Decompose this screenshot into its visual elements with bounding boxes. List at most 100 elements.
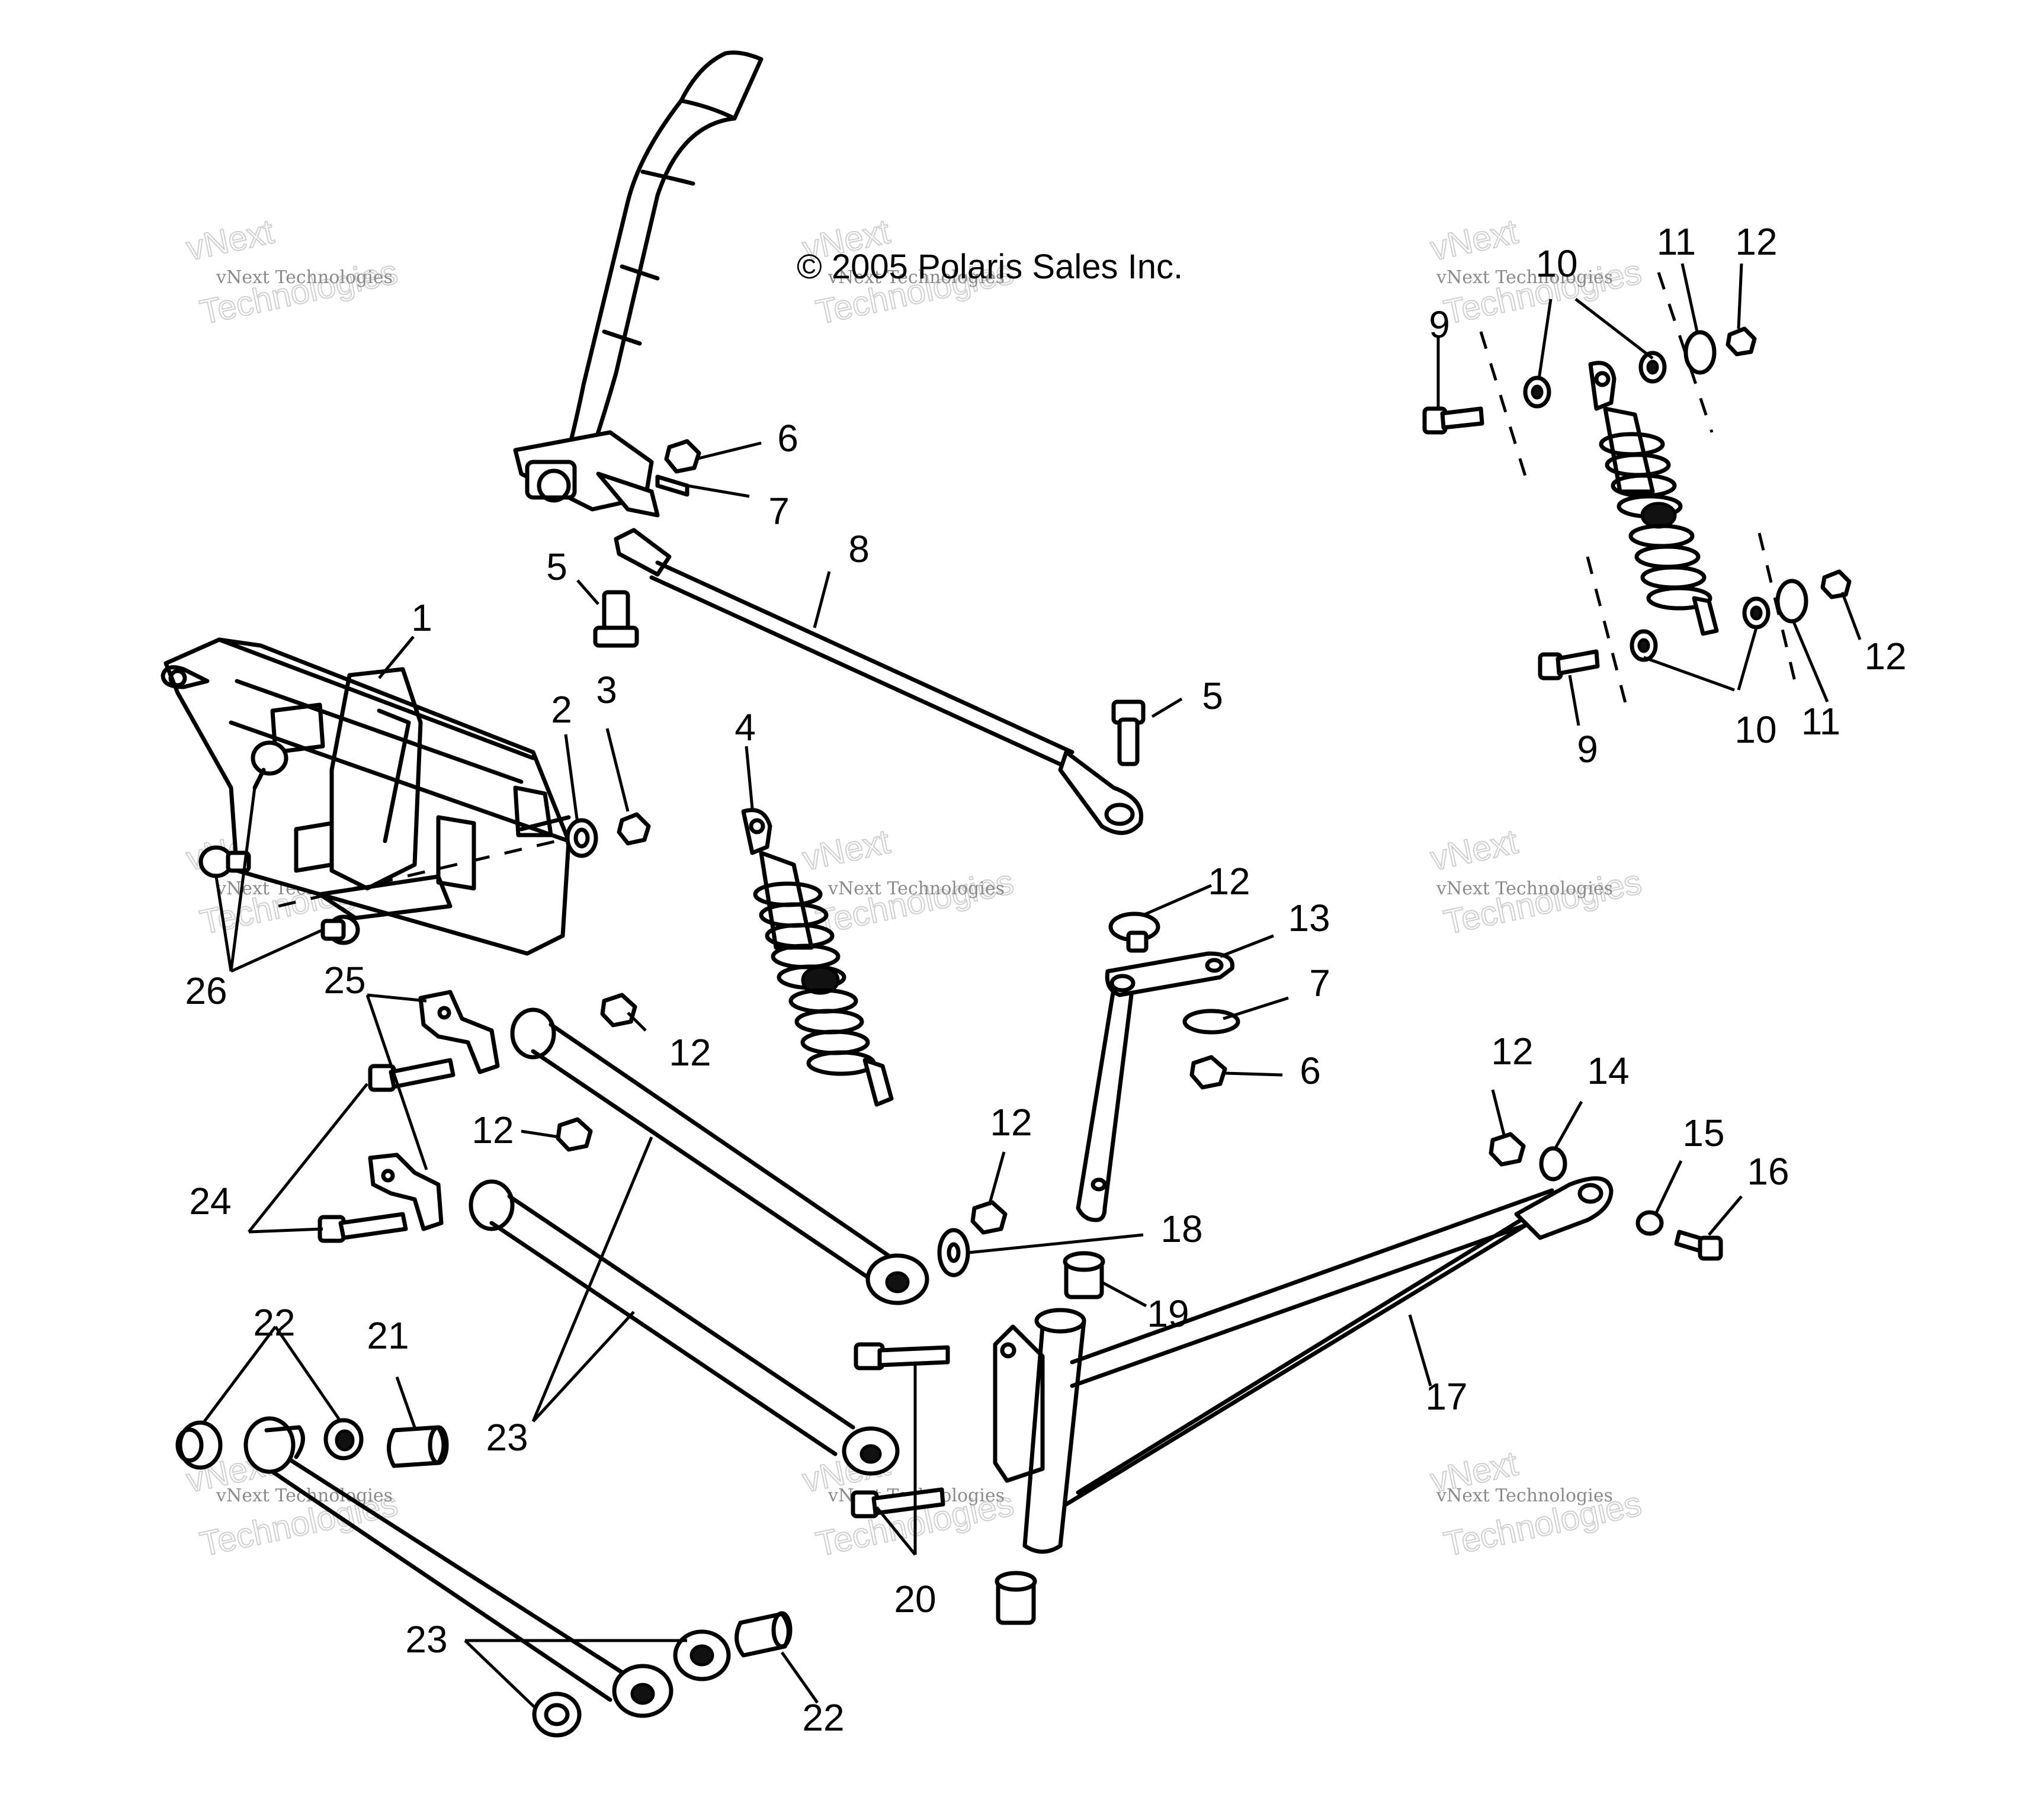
callout-12-mid: 12 xyxy=(990,1101,1032,1144)
bolt-27-c xyxy=(320,914,360,945)
sleeve-22-upper xyxy=(387,1425,449,1468)
watermark-text: vNext Technologies xyxy=(828,878,1005,899)
watermark-text: Technologies xyxy=(1441,862,1645,942)
callout-26: 25 xyxy=(323,959,365,1002)
bushing-23-a xyxy=(175,1420,223,1470)
bushing-23-b xyxy=(323,1418,364,1461)
callout-14: 13 xyxy=(1288,897,1330,939)
copyright-text: © 2005 Polaris Sales Inc. xyxy=(797,248,1183,286)
callout-5-upper: 5 xyxy=(546,545,567,588)
watermark-text: Technologies xyxy=(197,252,401,332)
bracket-26-upper xyxy=(418,990,500,1074)
callout-4: 4 xyxy=(735,706,756,749)
washer-11-lower xyxy=(1775,579,1808,624)
washer-15 xyxy=(1539,1146,1567,1182)
frame-bracket xyxy=(161,637,571,956)
control-arm-upper xyxy=(510,1007,929,1305)
control-arm-lower xyxy=(469,1179,900,1476)
watermark-text: vNext Technologies xyxy=(1436,1485,1613,1506)
nut-12-top-right xyxy=(1726,326,1757,357)
bolt-25-upper xyxy=(368,1058,456,1092)
bushing-a-arm-bottom xyxy=(995,1571,1037,1625)
washer-11-upper xyxy=(1683,330,1717,375)
washer-10-a-hole xyxy=(1531,384,1544,400)
callout-7-upper: 7 xyxy=(768,490,790,532)
bracket-26-lower xyxy=(368,1153,444,1231)
bushing-20 xyxy=(1063,1251,1105,1299)
frame-dashed-axis xyxy=(278,839,557,908)
steering-post xyxy=(513,50,764,518)
shock-absorber-right xyxy=(1588,361,1719,636)
callout-22-upper: 21 xyxy=(367,1314,409,1357)
watermark-text: vNext Technologies xyxy=(828,267,1005,288)
callout-10-upper: 10 xyxy=(1535,242,1577,285)
callout-12-right: 12 xyxy=(1491,1030,1533,1073)
washer-19 xyxy=(937,1228,970,1277)
washer-19-hole xyxy=(947,1242,961,1263)
callout-23-upper: 22 xyxy=(253,1301,295,1344)
callout-6-upper: 6 xyxy=(777,417,798,460)
callout-15: 14 xyxy=(1587,1049,1629,1092)
callout-11-upper: 11 xyxy=(1657,220,1696,263)
watermark-text: vNext xyxy=(183,212,277,268)
a-arm-18 xyxy=(993,1176,1614,1554)
nut-12-mid xyxy=(970,1200,1008,1235)
dashed-axis-b xyxy=(1657,272,1714,433)
nut-6-upper xyxy=(664,439,701,474)
control-arm-bottom-left xyxy=(243,1416,673,1718)
sleeve-22-lower xyxy=(735,1611,793,1658)
dashed-axis-a xyxy=(1479,331,1530,486)
callout-12-top: 12 xyxy=(1735,220,1777,263)
callout-11-lower: 11 xyxy=(1801,700,1840,743)
bolt-5-right xyxy=(1111,699,1146,766)
watermark-text: vNext Technologies xyxy=(216,1485,393,1506)
callout-2: 2 xyxy=(551,688,572,731)
watermark-text: vNext xyxy=(1427,212,1521,268)
washer-7-upper xyxy=(655,474,689,497)
callout-6-lower: 6 xyxy=(1300,1049,1321,1092)
callout-27: 26 xyxy=(185,970,227,1012)
shock-absorber-center xyxy=(741,808,894,1107)
callout-3: 3 xyxy=(596,669,617,711)
washer-7-lower xyxy=(1182,1009,1240,1035)
callout-17: 16 xyxy=(1747,1150,1789,1193)
bolt-5-upper xyxy=(593,590,639,648)
watermark-text: vNext xyxy=(1427,822,1521,878)
bolt-27-b xyxy=(198,845,251,878)
callout-21: 20 xyxy=(894,1578,936,1620)
callout-12-shock: 12 xyxy=(1864,635,1906,678)
watermark-text: vNext Technologies xyxy=(216,267,393,288)
callout-9-upper: 9 xyxy=(1429,303,1450,346)
callout-18: 17 xyxy=(1425,1375,1467,1418)
washer-2-hole xyxy=(573,827,590,849)
callout-5-right: 5 xyxy=(1202,675,1223,717)
washer-2 xyxy=(565,818,598,858)
bolt-25-lower xyxy=(317,1212,408,1243)
nut-3 xyxy=(617,812,651,846)
watermark-text: Technologies xyxy=(813,862,1017,942)
bolt-9-lower xyxy=(1538,649,1600,681)
callout-8: 8 xyxy=(848,528,870,570)
nut-12-right xyxy=(1489,1132,1526,1167)
callout-12-center: 12 xyxy=(669,1031,711,1074)
leader-lines xyxy=(203,263,1862,1710)
watermark-text: vNext Technologies xyxy=(1436,878,1613,899)
bushing-23-d xyxy=(532,1691,582,1738)
callout-24: 23 xyxy=(486,1416,528,1459)
watermark-text: vNext xyxy=(799,822,893,878)
nut-6-lower xyxy=(1189,1055,1227,1090)
washer-10-b-hole xyxy=(1646,359,1659,375)
washer-10-d-hole xyxy=(1750,605,1763,621)
watermark-text: vNext Technologies xyxy=(1436,267,1613,288)
callout-22-lower: 22 xyxy=(802,1696,844,1739)
callout-19: 18 xyxy=(1160,1208,1202,1250)
bushing-23-c xyxy=(673,1629,731,1681)
bolt-27-a xyxy=(251,740,288,790)
callout-10-lower: 10 xyxy=(1734,708,1776,751)
bolt-21-upper xyxy=(854,1342,950,1370)
steering-arm-14 xyxy=(1076,911,1234,1222)
callout-13: 12 xyxy=(1208,860,1250,903)
bolt-21-lower xyxy=(851,1487,945,1519)
bolt-9-upper xyxy=(1422,406,1484,435)
